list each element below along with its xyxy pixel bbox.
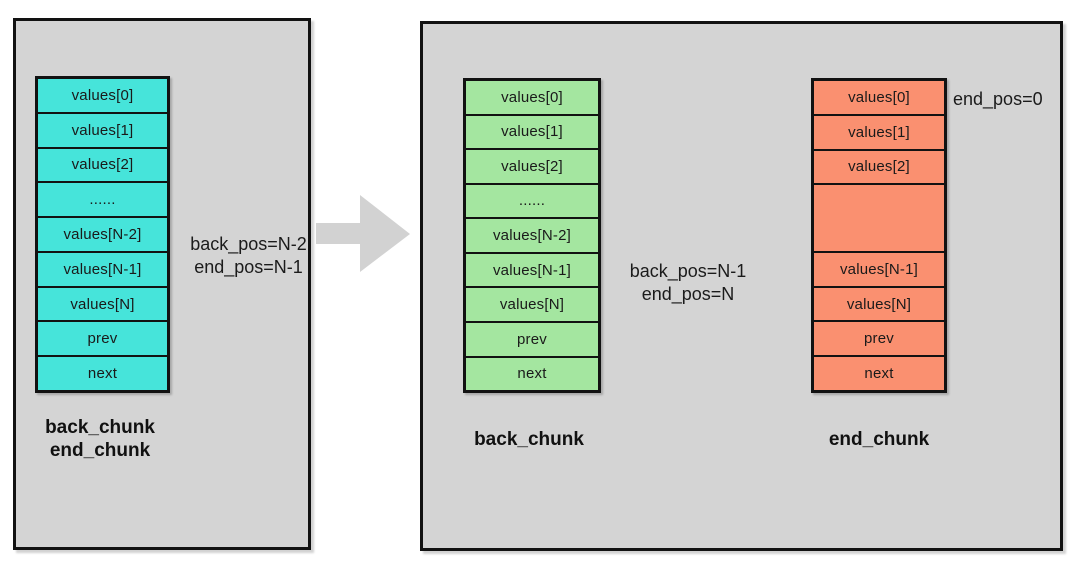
stack-cell-empty <box>814 185 944 253</box>
chunk-label-left: back_chunk end_chunk <box>20 416 180 462</box>
stack-cell: values[2] <box>814 151 944 186</box>
stack-cell: values[N] <box>466 288 598 323</box>
after-state-panel: values[0]values[1]values[2]......values[… <box>420 21 1063 551</box>
end-pos-zero-text: end_pos=0 <box>953 89 1043 109</box>
stack-cell: values[N] <box>814 288 944 323</box>
stack-cell: values[N-2] <box>466 219 598 254</box>
chunk-label-line-back: back_chunk <box>45 417 155 438</box>
stack-cell: values[N-1] <box>814 253 944 288</box>
before-state-panel: values[0]values[1]values[2]......values[… <box>13 18 311 550</box>
position-annotation-left: back_pos=N-2 end_pos=N-1 <box>176 233 321 279</box>
stack-cell: prev <box>38 322 167 358</box>
back-chunk-label-text: back_chunk <box>474 429 584 450</box>
back-chunk-label: back_chunk <box>449 428 609 451</box>
back-pos-text: back_pos=N-1 <box>629 261 747 281</box>
stack-cell: values[N] <box>38 288 167 323</box>
stack-cell: values[0] <box>38 79 167 114</box>
end-chunk-label-text: end_chunk <box>828 429 930 450</box>
chunk-label-line-end: end_chunk <box>49 440 151 461</box>
stack-cell: values[2] <box>466 150 598 185</box>
stack-cell: values[1] <box>814 116 944 151</box>
back-end-chunk-stack: values[0]values[1]values[2]......values[… <box>35 76 170 393</box>
right-arrow-icon <box>316 195 410 272</box>
stack-cell: values[2] <box>38 149 167 184</box>
stack-cell: values[N-1] <box>466 254 598 289</box>
stack-cell: ...... <box>466 185 598 220</box>
stack-cell: values[1] <box>38 114 167 149</box>
stack-cell: next <box>517 365 547 383</box>
stack-cell: prev <box>814 322 944 358</box>
stack-cell: values[0] <box>466 81 598 116</box>
end-chunk-stack: values[0]values[1]values[2] values[N-1]va… <box>811 78 947 393</box>
stack-cell: next <box>864 365 894 383</box>
back-chunk-stack: values[0]values[1]values[2]......values[… <box>463 78 601 393</box>
stack-cell: values[N-2] <box>38 218 167 253</box>
end-pos-annotation: end_pos=0 <box>953 88 1073 111</box>
stack-cell: values[N-1] <box>38 253 167 288</box>
end-pos-text: end_pos=N <box>641 284 735 304</box>
stack-cell: prev <box>466 323 598 358</box>
position-annotation-mid: back_pos=N-1 end_pos=N <box>613 260 763 306</box>
stack-cell: values[1] <box>466 116 598 151</box>
end-chunk-label: end_chunk <box>799 428 959 451</box>
end-pos-text: end_pos=N-1 <box>194 257 303 277</box>
back-pos-text: back_pos=N-2 <box>190 234 307 254</box>
stack-cell: ...... <box>38 183 167 219</box>
stack-cell: values[0] <box>814 81 944 116</box>
stack-cell: next <box>87 365 118 383</box>
